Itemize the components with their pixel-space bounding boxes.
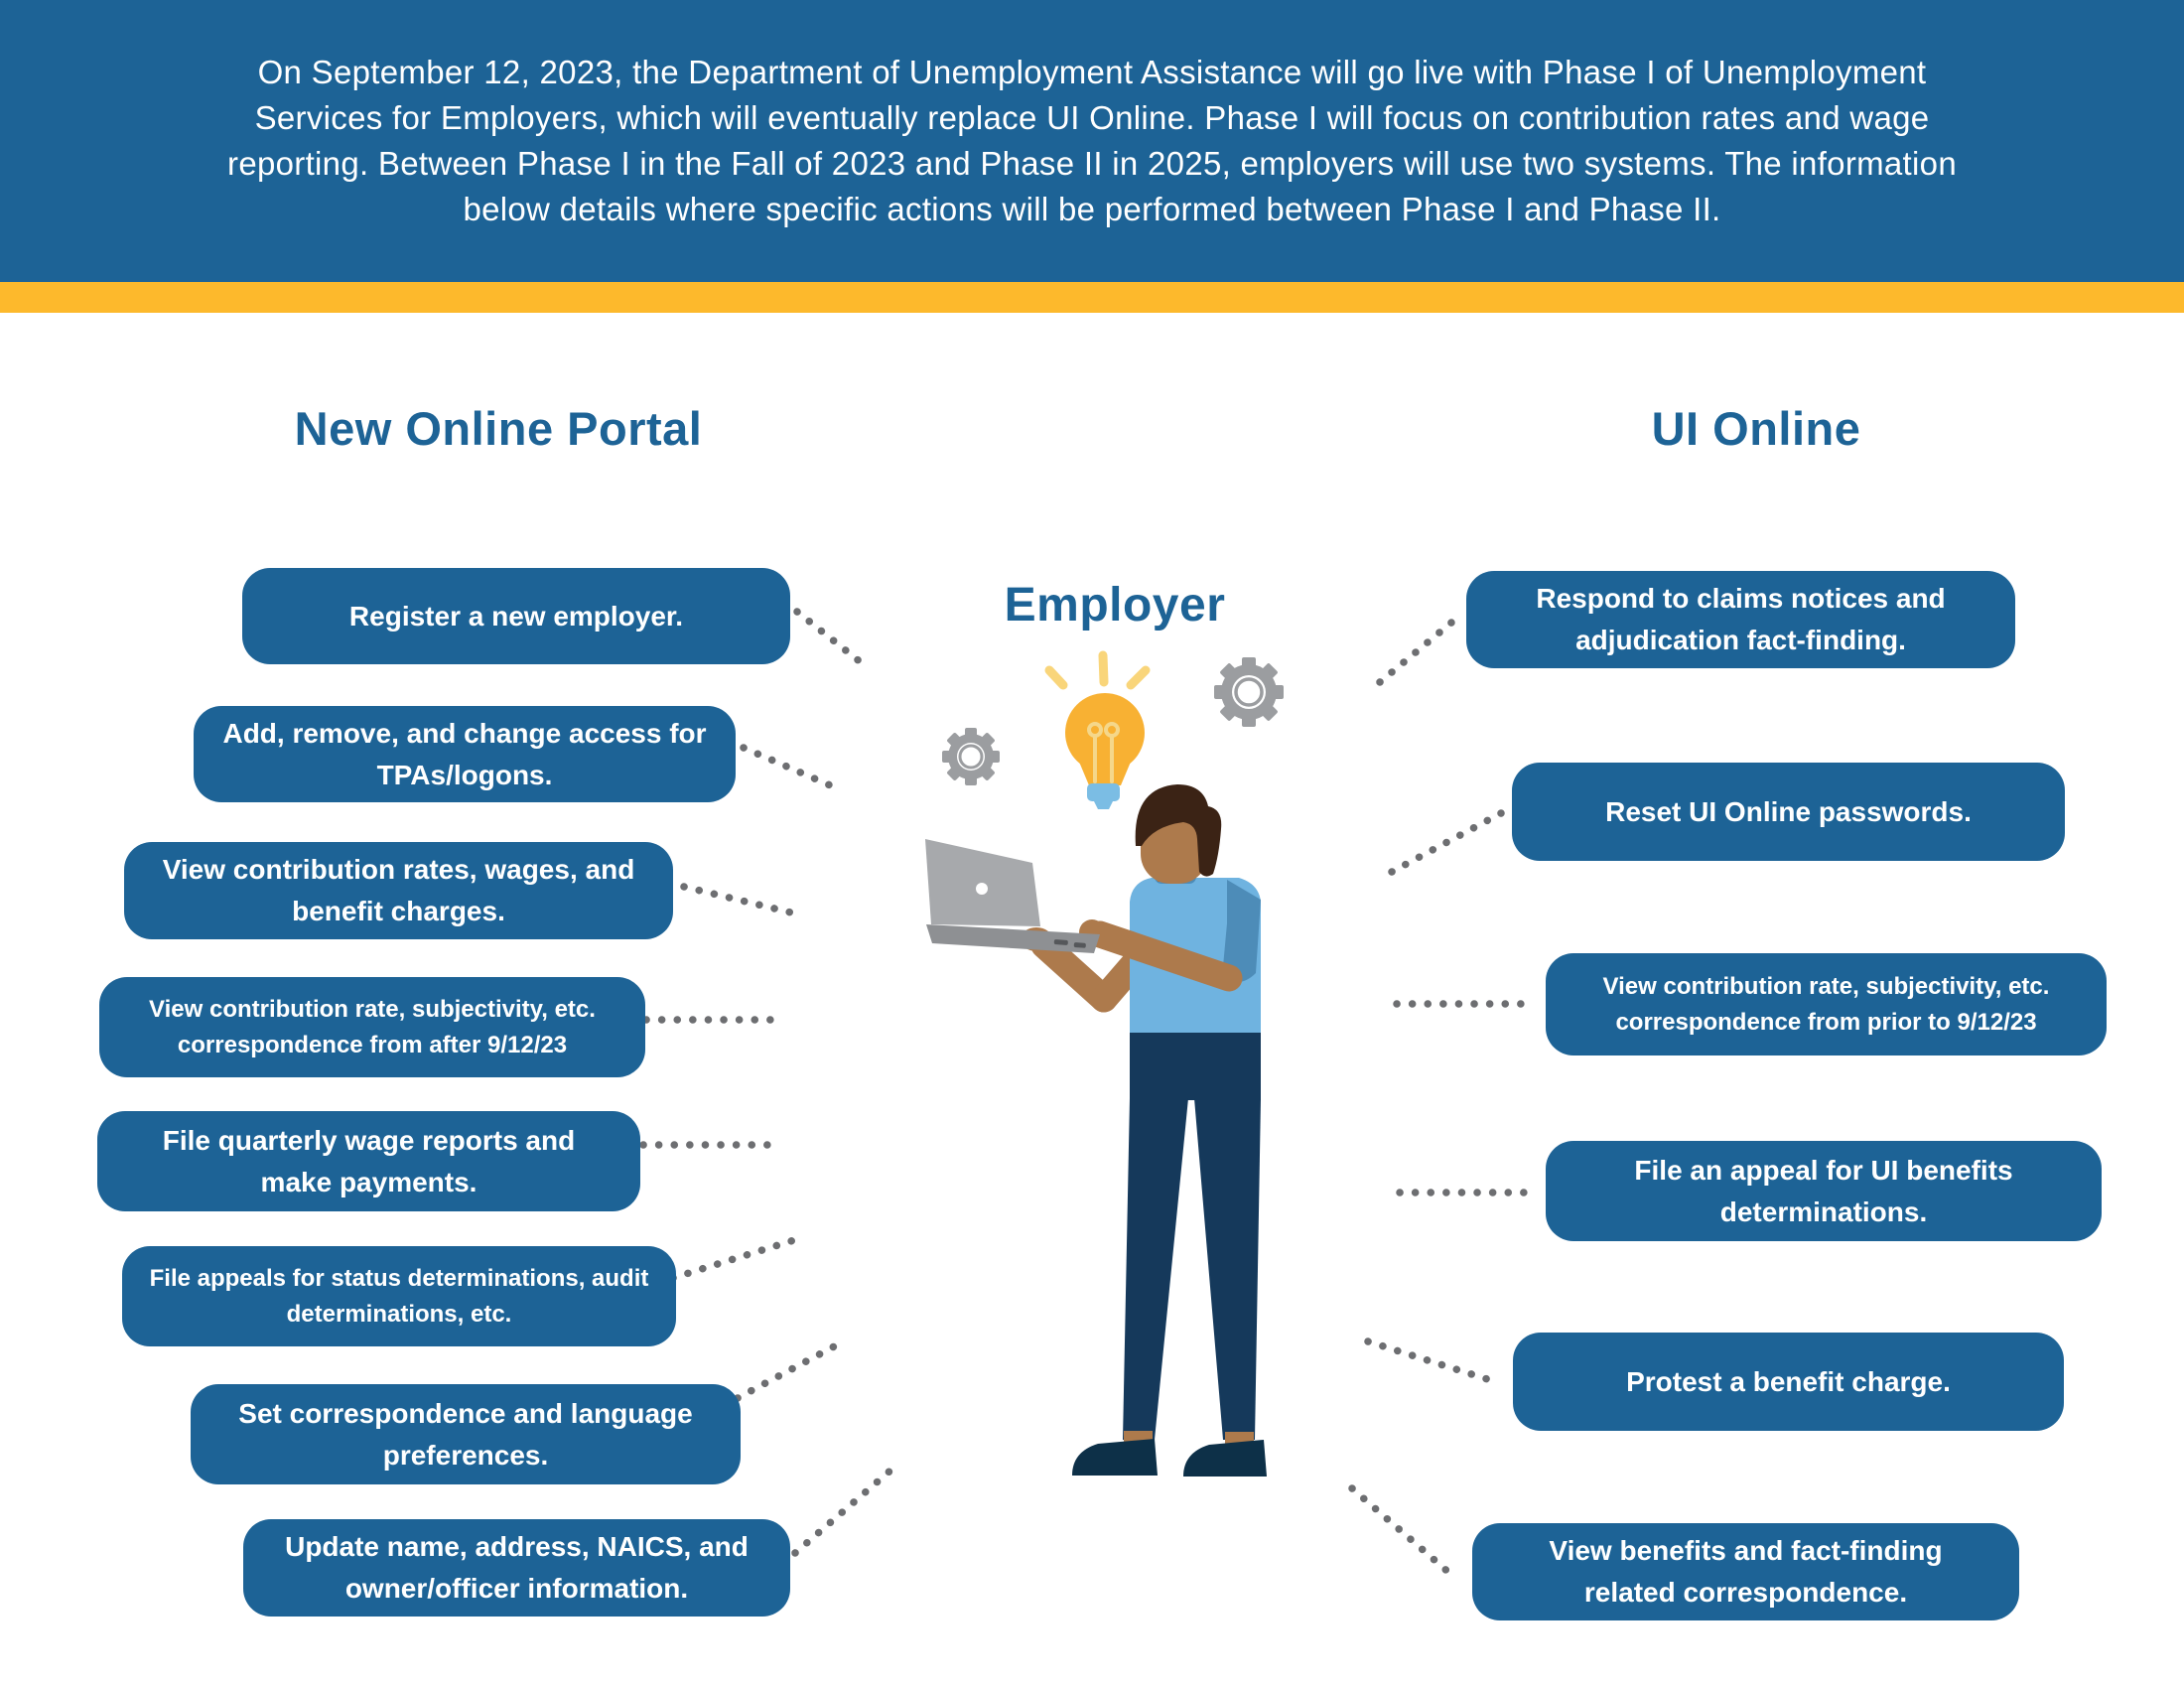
accent-stripe: [0, 282, 2184, 313]
connector-dotted-line: [791, 1466, 895, 1557]
action-box: View benefits and fact-finding related c…: [1472, 1523, 2019, 1620]
intro-banner: On September 12, 2023, the Department of…: [0, 0, 2184, 282]
action-box: View contribution rates, wages, and bene…: [124, 842, 673, 939]
banner-line: Services for Employers, which will event…: [254, 99, 1930, 136]
action-box: File quarterly wage reports and make pay…: [97, 1111, 640, 1211]
gear-icon: [1214, 657, 1284, 727]
connector-dotted-line: [669, 1235, 801, 1282]
banner-line: reporting. Between Phase I in the Fall o…: [227, 145, 1957, 182]
laptop-icon: [926, 924, 1100, 953]
connector-dotted-line: [734, 1340, 842, 1402]
action-box: View contribution rate, subjectivity, et…: [99, 977, 645, 1077]
employer-figure: [925, 784, 1267, 1477]
action-box: Register a new employer.: [242, 568, 790, 664]
action-box: File appeals for status determinations, …: [122, 1246, 676, 1346]
laptop-icon: [925, 839, 1040, 926]
gear-icon: [942, 728, 1000, 785]
heading-employer: Employer: [1004, 579, 1226, 632]
action-box: Update name, address, NAICS, and owner/o…: [243, 1519, 790, 1617]
action-box: Set correspondence and language preferen…: [191, 1384, 741, 1484]
action-box: Respond to claims notices and adjudicati…: [1466, 571, 2015, 668]
action-box: View contribution rate, subjectivity, et…: [1546, 953, 2107, 1055]
action-box: Add, remove, and change access for TPAs/…: [194, 706, 736, 802]
connector-dotted-line: [1348, 1484, 1454, 1578]
action-box: File an appeal for UI benefits determina…: [1546, 1141, 2102, 1241]
banner-line: below details where specific actions wil…: [463, 191, 1721, 227]
heading-new-online-portal: New Online Portal: [294, 402, 703, 455]
connector-dotted-line: [680, 883, 799, 917]
banner-line: On September 12, 2023, the Department of…: [257, 54, 1927, 90]
action-box: Reset UI Online passwords.: [1512, 763, 2065, 861]
connector-dotted-line: [793, 608, 870, 670]
action-box: Protest a benefit charge.: [1513, 1333, 2064, 1431]
employer-illustration: [925, 650, 1284, 1477]
connector-dotted-line: [740, 744, 839, 791]
lightbulb-icon: [1044, 650, 1151, 809]
heading-ui-online: UI Online: [1651, 402, 1861, 455]
